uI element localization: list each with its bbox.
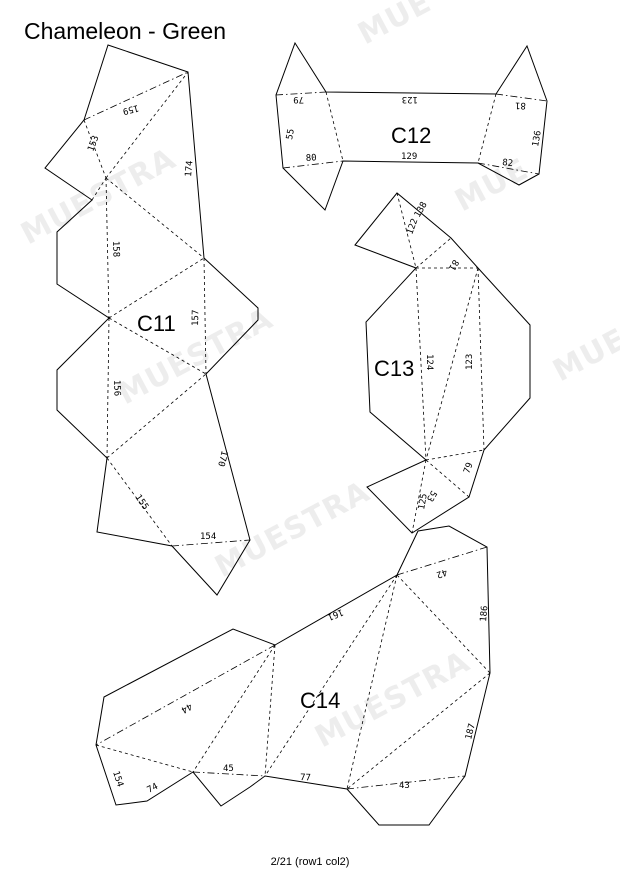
c13-edge-53: 53 (424, 489, 438, 503)
c13-edge-123: 123 (465, 354, 475, 370)
c13-fold-6 (477, 267, 485, 451)
c11-edge-174: 174 (184, 160, 195, 177)
c14-fold-2 (396, 574, 491, 674)
c14-fold-11 (192, 771, 266, 777)
c13-fold-1 (396, 192, 417, 269)
c14-fold-3 (346, 574, 398, 790)
c11-edge-159: 159 (121, 102, 139, 116)
c14-fold-6 (346, 775, 466, 790)
c12-edge-80: 80 (306, 153, 318, 164)
c12-edge-82: 82 (502, 158, 514, 169)
c13-edge-138: 138 (413, 200, 430, 219)
c11-fold-7 (108, 257, 205, 319)
c13-edge-79: 79 (462, 461, 475, 475)
c13-edge-81: 81 (446, 258, 460, 272)
c12-fold-4 (477, 93, 497, 164)
c11-edge-156: 156 (111, 380, 122, 397)
c11-fold-9 (108, 317, 207, 375)
c14-fold-4 (264, 574, 398, 777)
c13-fold-4 (415, 267, 427, 461)
piece-c11: C11 159 153 174 158 157 156 170 155 154 (44, 44, 259, 596)
c14-fold-8 (192, 644, 276, 773)
c11-edge-157: 157 (191, 310, 201, 326)
c13-fold-9 (411, 459, 427, 534)
c11-edge-158: 158 (110, 241, 121, 258)
c13-fold-7 (425, 449, 485, 461)
c13-label: C13 (374, 356, 414, 381)
watermark-top: MUE (352, 0, 437, 52)
watermark-lower: MUESTRA (209, 474, 376, 585)
c11-fold-10 (106, 317, 110, 459)
c12-edge-55: 55 (285, 128, 297, 140)
c11-edge-155: 155 (133, 493, 151, 512)
c12-fold-6 (477, 162, 540, 175)
c14-label: C14 (300, 688, 340, 713)
c11-outline (44, 44, 259, 596)
c12-edge-136: 136 (531, 130, 544, 148)
c14-edge-44: 44 (179, 700, 193, 714)
watermarks: MUE MUESTRA MUE MUE MUESTRA MUESTRA MUES… (15, 0, 620, 755)
c11-fold-1 (83, 71, 189, 121)
c12-fold-3 (282, 160, 344, 169)
c14-fold-10 (95, 744, 194, 773)
c11-fold-8 (203, 257, 207, 375)
c11-edge-153: 153 (86, 134, 101, 153)
c14-edge-45: 45 (223, 764, 234, 774)
page-title: Chameleon - Green (24, 18, 226, 44)
c14-fold-9 (95, 644, 276, 746)
c11-fold-3 (105, 71, 189, 179)
c11-fold-4 (91, 177, 107, 201)
c11-edge-154: 154 (200, 532, 216, 542)
c14-fold-1 (396, 546, 488, 576)
c14-edge-77: 77 (300, 773, 311, 783)
page-footer: 2/21 (row1 col2) (270, 856, 350, 868)
c11-fold-11 (106, 373, 207, 459)
piece-c14: C14 42 161 186 44 187 154 74 45 77 43 (95, 525, 491, 826)
watermark-right-edge: MUE (547, 322, 620, 389)
c14-fold-7 (264, 644, 276, 777)
c14-edge-154: 154 (110, 770, 125, 789)
c12-edge-81: 81 (515, 100, 526, 110)
c13-fold-2 (415, 237, 452, 269)
c14-edge-161: 161 (326, 606, 345, 621)
watermark-left: MUESTRA (15, 141, 182, 252)
piece-c12: C12 79 123 81 55 80 129 82 136 (275, 41, 548, 211)
c14-edge-74: 74 (146, 782, 160, 796)
c11-fold-5 (105, 177, 110, 319)
piece-c13: C13 138 122 81 124 123 79 125 53 (354, 192, 531, 534)
c12-fold-2 (325, 91, 344, 162)
c14-outline (95, 525, 491, 826)
c13-edge-122: 122 (405, 217, 420, 236)
c14-edge-186: 186 (479, 605, 490, 622)
c11-label: C11 (137, 311, 176, 336)
c13-edge-124: 124 (424, 354, 434, 370)
c11-fold-13 (171, 539, 251, 547)
c12-edge-79: 79 (293, 94, 304, 104)
c11-fold-12 (106, 457, 173, 547)
c12-fold-1 (275, 91, 327, 96)
c13-edge-125: 125 (417, 493, 430, 511)
c12-fold-5 (495, 93, 548, 102)
c14-edge-42: 42 (435, 566, 449, 579)
c11-fold-2 (83, 119, 107, 179)
c12-edge-123: 123 (402, 94, 418, 104)
c12-label: C12 (391, 123, 431, 148)
watermark-mid-right: MUE (449, 152, 534, 219)
c14-fold-5 (346, 672, 491, 790)
c14-edge-187: 187 (464, 723, 478, 741)
c11-edge-170: 170 (215, 449, 229, 467)
c12-edge-129: 129 (401, 152, 417, 162)
c14-edge-43: 43 (399, 781, 410, 791)
